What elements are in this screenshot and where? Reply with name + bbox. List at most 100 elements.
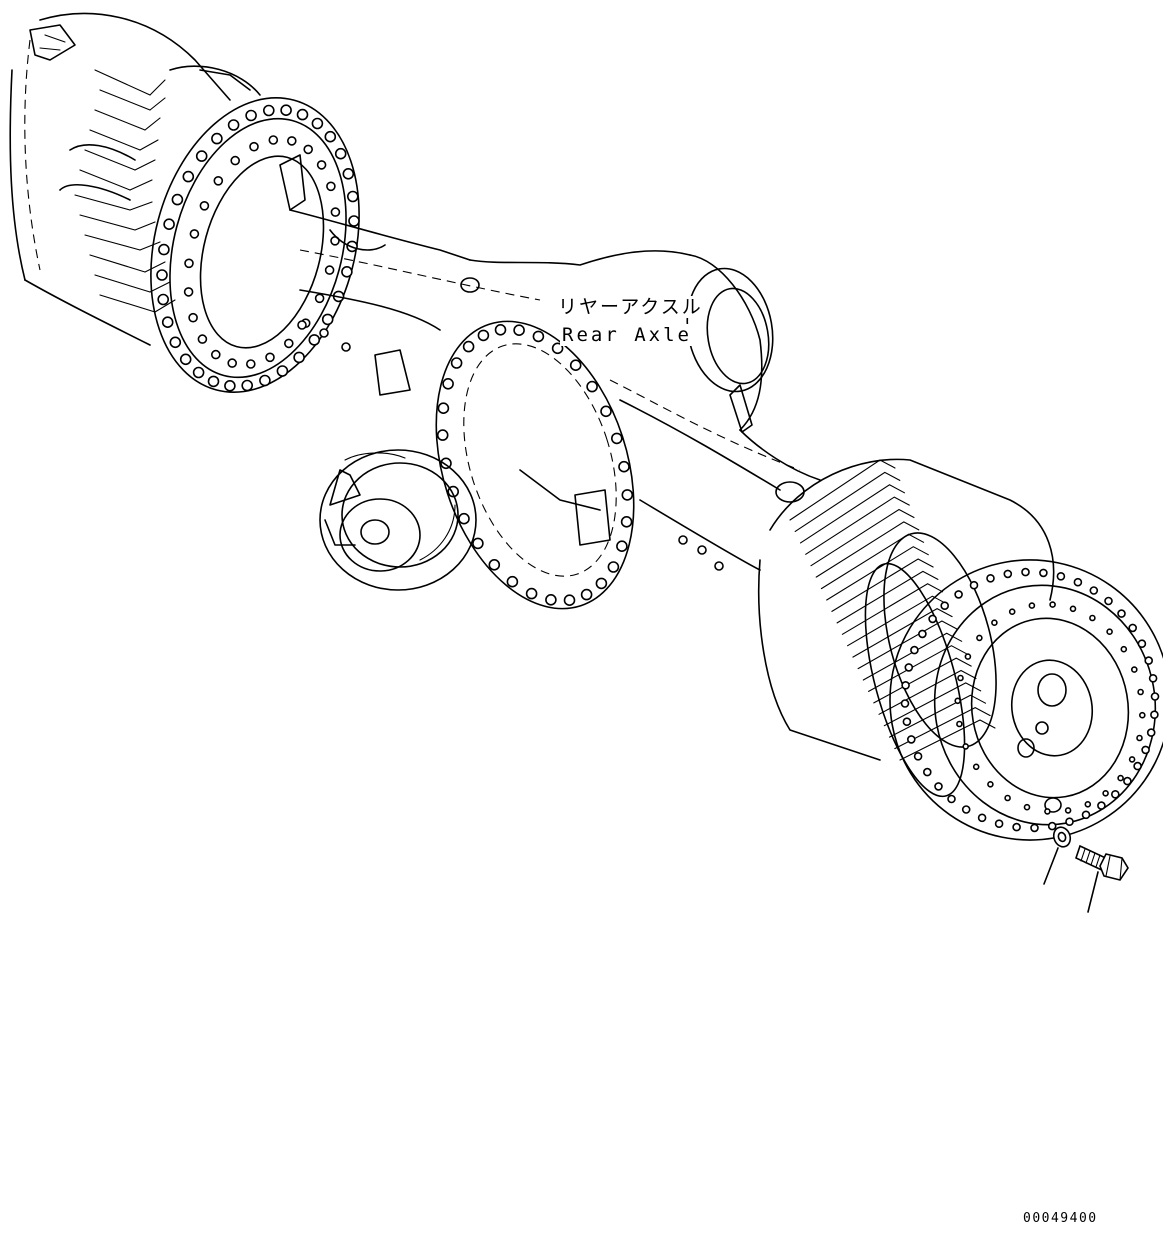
- tread-lug: [888, 694, 987, 738]
- hub-bolt: [171, 193, 184, 206]
- housing-bolt: [610, 432, 623, 445]
- hub-bolt: [245, 109, 257, 122]
- rim-hole: [1144, 656, 1153, 665]
- tread-lug: [883, 682, 982, 727]
- rim-hole: [977, 813, 987, 823]
- hub-bolt: [276, 365, 289, 377]
- hub-bolt: [296, 108, 309, 121]
- housing-bolt: [450, 357, 463, 369]
- housing-bolt: [580, 588, 593, 601]
- rim-hole: [1104, 596, 1113, 606]
- rim-hole: [1081, 810, 1091, 820]
- hub-bolt: [227, 358, 237, 368]
- housing-bolt: [513, 324, 525, 337]
- rim-hole: [1137, 639, 1147, 649]
- rim-hole: [1056, 571, 1066, 581]
- rim-hole: [1089, 586, 1099, 595]
- hub-bolt: [213, 176, 224, 186]
- hub-bolt: [179, 353, 192, 366]
- housing-bolt: [506, 575, 519, 588]
- rim-hole: [1117, 609, 1126, 618]
- rim-hole: [976, 634, 983, 642]
- tread-lug: [852, 607, 953, 658]
- rim-hole: [1136, 734, 1143, 742]
- tread-lug: [794, 471, 901, 532]
- hub-bolt: [314, 293, 325, 304]
- rear-axle-label-en: Rear Axle: [560, 324, 694, 346]
- hub-bolt: [197, 334, 208, 344]
- housing-bolt: [437, 402, 450, 415]
- rim-hole: [986, 573, 995, 583]
- tread-lug: [862, 632, 963, 681]
- rim-hole: [1097, 801, 1106, 810]
- hub-bolt: [207, 375, 220, 388]
- rim-hole: [1069, 605, 1077, 613]
- hub-bolt: [268, 135, 279, 145]
- hub-bolt: [195, 150, 208, 162]
- housing-bolt: [607, 561, 620, 573]
- tread-lug: [857, 620, 958, 670]
- tread-lug: [831, 558, 934, 612]
- washer-leader-line: [1043, 847, 1059, 885]
- tread-lug: [815, 521, 920, 578]
- rim-hole: [961, 805, 971, 814]
- rim-hole: [900, 699, 910, 708]
- rim-hole: [1004, 794, 1011, 802]
- hub-bolt: [183, 287, 194, 297]
- rim-hole: [1123, 776, 1132, 786]
- input-yoke: [319, 449, 477, 591]
- hub-bolt: [311, 117, 324, 130]
- tread-lug: [826, 546, 929, 601]
- housing-bolt: [472, 537, 484, 550]
- rim-hole: [1008, 608, 1016, 616]
- hub-bolt: [293, 351, 305, 364]
- rim-hole: [918, 629, 927, 639]
- rim-hole: [962, 743, 970, 750]
- hub-bolt: [321, 313, 334, 326]
- hub-bolt: [303, 144, 314, 155]
- tread-lug: [873, 657, 972, 704]
- housing-bolt: [563, 594, 576, 607]
- tread-lug: [899, 719, 996, 761]
- housing-bolt: [569, 359, 582, 372]
- rim-hole: [1028, 602, 1036, 609]
- axle-housing: [279, 154, 821, 571]
- rim-hole: [1120, 645, 1128, 653]
- rear-axle-label-jp: リヤーアクスル: [556, 296, 705, 318]
- hub-bolt: [249, 141, 259, 152]
- housing-bolt: [532, 330, 545, 343]
- rim-hole: [1150, 692, 1160, 701]
- rim-hole: [1141, 745, 1150, 755]
- housing-bolt: [436, 429, 449, 441]
- hub-bolt: [192, 366, 205, 379]
- rim-hole: [904, 663, 914, 672]
- hub-bolt: [156, 269, 168, 281]
- hub-bolt: [283, 338, 294, 349]
- hub-bolt: [157, 293, 169, 306]
- housing-bolt: [595, 577, 608, 590]
- hub-bolt: [211, 349, 221, 360]
- rim-hole: [1064, 807, 1072, 814]
- rim-hole: [1047, 821, 1057, 831]
- housing-bolt: [494, 323, 507, 336]
- rim-hole: [1089, 614, 1096, 622]
- hub-bolt: [265, 352, 275, 363]
- hub-bolt: [326, 181, 336, 192]
- housing-bolt: [442, 377, 454, 390]
- rim-hole: [902, 717, 912, 727]
- hub-bolt: [189, 229, 200, 239]
- tread-lug: [799, 484, 906, 544]
- housing-bolt: [616, 540, 628, 553]
- right-wheel-rim: [864, 532, 1163, 841]
- housing-bolt: [477, 329, 490, 342]
- hub-bolt: [330, 207, 341, 217]
- rim-hole: [994, 819, 1004, 829]
- rim-hole: [906, 735, 916, 744]
- hub-bolt: [227, 119, 240, 131]
- hub-bolt: [280, 104, 292, 116]
- rim-hole: [1117, 774, 1124, 782]
- rim-hole: [1148, 673, 1158, 683]
- tread-lug: [789, 459, 896, 521]
- tread-lug: [847, 595, 948, 647]
